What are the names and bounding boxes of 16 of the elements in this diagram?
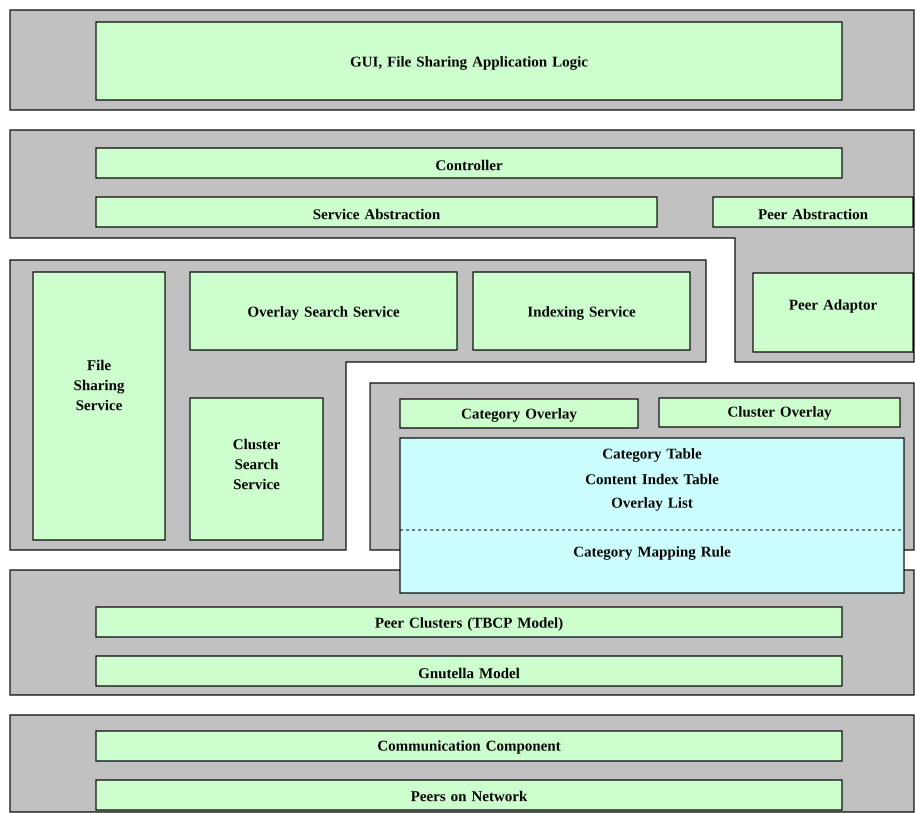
component-box: Category Overlay [399, 398, 639, 429]
component-box: Peers on Network [95, 779, 843, 811]
component-box: Controller [95, 147, 843, 179]
component-box: File Sharing Service [32, 271, 166, 541]
component-box: Cluster Search Service [189, 397, 324, 541]
component-box: Peer Clusters (TBCP Model) [95, 606, 843, 638]
component-box: Communication Component [95, 730, 843, 762]
component-box: Peer Abstraction [712, 196, 914, 228]
component-box: Peer Adaptor [752, 272, 914, 353]
component-box: Service Abstraction [95, 196, 658, 228]
component-box: Cluster Overlay [658, 397, 901, 428]
table-box: Category Table Content Index Table Overlay List Category Mapping Rule [399, 437, 905, 594]
component-box: Overlay Search Service [189, 271, 458, 351]
component-box: Indexing Service [472, 271, 691, 351]
component-box: Gnutella Model [95, 655, 843, 687]
component-box: GUI, File Sharing Application Logic [95, 21, 843, 101]
